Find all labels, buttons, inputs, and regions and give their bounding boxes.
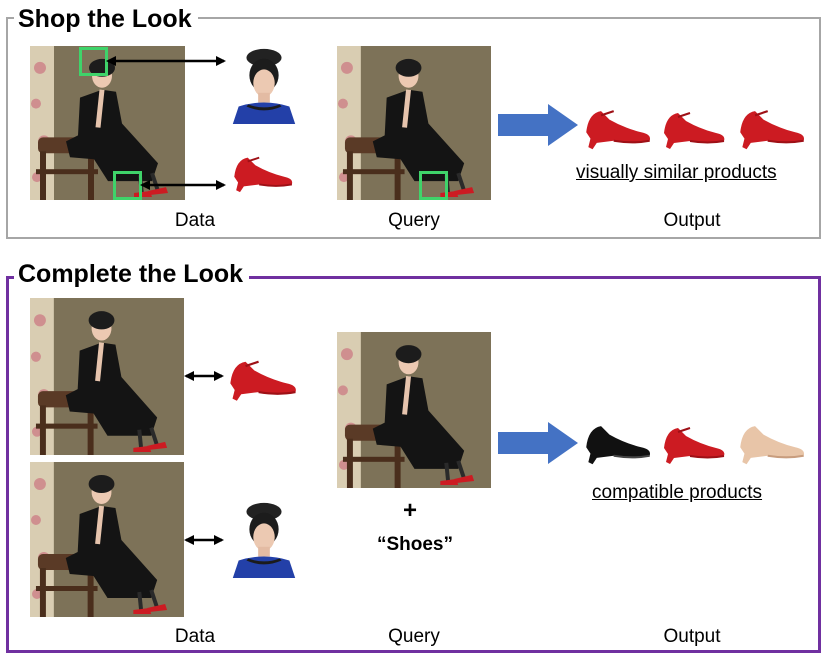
complete-output-caption: Output	[663, 626, 721, 647]
compatible-hat-image	[224, 500, 304, 578]
hat-bounding-box	[79, 47, 108, 76]
shop-data-caption: Data	[174, 210, 216, 231]
visually-similar-products-label: visually similar products	[576, 162, 777, 183]
complete-data-caption: Data	[174, 626, 216, 647]
query-plus-sign: +	[402, 497, 417, 524]
complete-the-look-panel	[6, 276, 821, 653]
red-shoe-product-image	[226, 148, 302, 196]
query-shoe-bounding-box	[419, 171, 448, 200]
similar-shoe-1-image	[582, 100, 656, 154]
complete-data-scene-image-2	[30, 462, 184, 617]
shop-the-look-title: Shop the Look	[14, 4, 198, 34]
similar-shoe-3-image	[736, 100, 810, 154]
shop-output-caption: Output	[663, 210, 721, 231]
similar-shoe-2-image	[660, 102, 730, 154]
compatible-nude-shoe-image	[736, 414, 810, 470]
compatible-products-label: compatible products	[592, 482, 763, 503]
compatible-red-shoe-image	[226, 350, 302, 406]
query-text-shoes: “Shoes”	[376, 534, 454, 555]
shop-the-look-panel	[6, 17, 821, 239]
complete-query-caption: Query	[388, 626, 440, 647]
complete-the-look-title: Complete the Look	[14, 259, 250, 289]
complete-data-scene-image-1	[30, 298, 184, 455]
shop-query-caption: Query	[388, 210, 440, 231]
compatible-red-shoe-output-image	[660, 416, 730, 470]
shoe-bounding-box	[113, 171, 142, 200]
complete-output-arrow	[498, 422, 578, 464]
hat-product-image	[224, 46, 304, 124]
complete-query-scene-image	[337, 332, 491, 488]
shop-query-scene-image	[337, 46, 491, 200]
shop-output-arrow	[498, 104, 578, 146]
compatible-black-shoe-image	[582, 414, 656, 470]
